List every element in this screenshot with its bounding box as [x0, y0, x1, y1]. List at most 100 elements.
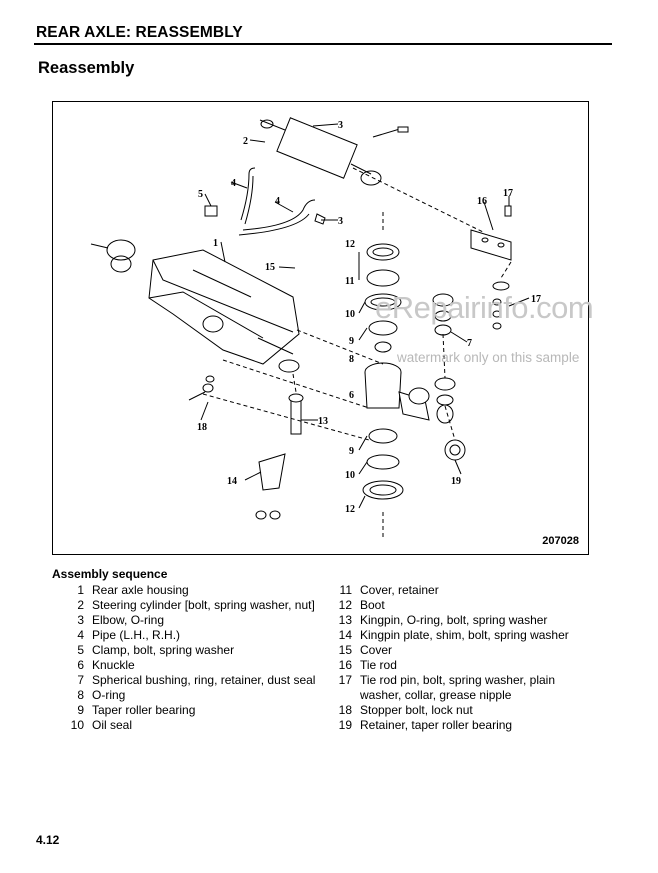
- assembly-item-number: 16: [338, 658, 352, 672]
- assembly-item-text: Pipe (L.H., R.H.): [92, 628, 181, 642]
- assembly-lines: [202, 167, 512, 537]
- assembly-item: 8 O-ring: [50, 688, 320, 703]
- callout-3-mid: 3: [338, 216, 343, 227]
- callout-7: 7: [467, 338, 472, 349]
- assembly-item: 19 Retainer, taper roller bearing: [318, 718, 578, 733]
- assembly-item-text: Taper roller bearing: [92, 703, 196, 717]
- callout-5: 5: [198, 189, 203, 200]
- callout-10-top: 10: [345, 309, 355, 320]
- exploded-view-figure: 2 3 3 4 4 5 1 15 11 10 9 8 6 9 10 12 12 …: [52, 101, 589, 555]
- rear-axle-exploded-diagram: 2 3 3 4 4 5 1 15 11 10 9 8 6 9 10 12 12 …: [90, 117, 541, 537]
- assembly-item: 7 Spherical bushing, ring, retainer, dust…: [50, 673, 320, 688]
- assembly-item: 11 Cover, retainer: [318, 583, 578, 598]
- assembly-item-number: 2: [77, 598, 84, 612]
- watermark-note: watermark only on this sample: [397, 350, 580, 365]
- assembly-item: 9 Taper roller bearing: [50, 703, 320, 718]
- assembly-item: 15 Cover: [318, 643, 578, 658]
- assembly-item-text: Elbow, O-ring: [92, 613, 165, 627]
- assembly-item-text: Cover, retainer: [360, 583, 439, 597]
- assembly-item-text: Stopper bolt, lock nut: [360, 703, 473, 717]
- assembly-item-text: Clamp, bolt, spring washer: [92, 643, 235, 657]
- assembly-item-number: 5: [77, 643, 84, 657]
- assembly-item-number: 13: [338, 613, 352, 627]
- assembly-item-text: Steering cylinder [bolt, spring washer, …: [92, 598, 315, 612]
- stopper-bolt: [188, 375, 215, 401]
- assembly-item-number: 9: [77, 703, 84, 717]
- assembly-sequence-title: Assembly sequence: [52, 567, 168, 581]
- assembly-item-number: 6: [77, 658, 84, 672]
- assembly-item-number: 14: [338, 628, 352, 642]
- assembly-item: 14 Kingpin plate, shim, bolt, spring wash…: [318, 628, 578, 643]
- callout-17-top: 17: [503, 188, 513, 199]
- assembly-item: 13 Kingpin, O-ring, bolt, spring washer: [318, 613, 578, 628]
- assembly-item-text: Retainer, taper roller bearing: [360, 718, 513, 732]
- callout-1: 1: [213, 238, 218, 249]
- callout-9-top: 9: [349, 336, 354, 347]
- assembly-item-number: 8: [77, 688, 84, 702]
- knuckle: [364, 362, 454, 424]
- callout-13: 13: [318, 416, 328, 427]
- assembly-item-text: Oil seal: [92, 718, 133, 732]
- assembly-item: 4 Pipe (L.H., R.H.): [50, 628, 320, 643]
- page-number: 4.12: [36, 833, 60, 847]
- watermark-brand: eRepairinfo.com: [375, 290, 594, 325]
- callout-12-top: 12: [345, 239, 355, 250]
- assembly-item-text: Knuckle: [92, 658, 135, 672]
- callout-18: 18: [197, 422, 207, 433]
- callout-19: 19: [451, 476, 461, 487]
- callout-2: 2: [243, 136, 248, 147]
- assembly-item: 17 Tie rod pin, bolt, spring washer, plai…: [318, 673, 578, 703]
- assembly-item-text: Boot: [360, 598, 385, 612]
- assembly-item-text: Tie rod pin, bolt, spring washer, plain …: [360, 673, 555, 702]
- assembly-item-text: O-ring: [92, 688, 126, 702]
- assembly-item-number: 7: [77, 673, 84, 687]
- assembly-item-text: Spherical bushing, ring, retainer, dust …: [92, 673, 316, 687]
- callout-12-bottom: 12: [345, 504, 355, 515]
- assembly-item: 6 Knuckle: [50, 658, 320, 673]
- steering-cylinder: [259, 117, 409, 186]
- assembly-item-number: 18: [338, 703, 352, 717]
- assembly-item-number: 4: [77, 628, 84, 642]
- assembly-item: 5 Clamp, bolt, spring washer: [50, 643, 320, 658]
- callout-14: 14: [227, 476, 237, 487]
- callout-17-right: 17: [531, 294, 541, 305]
- callout-leaders: [200, 123, 530, 481]
- section-title: Reassembly: [38, 59, 135, 77]
- callout-8: 8: [349, 354, 354, 365]
- assembly-item-text: Cover: [360, 643, 393, 657]
- retainer-bearing: [444, 439, 466, 461]
- assembly-item-number: 11: [339, 583, 352, 597]
- callout-15: 15: [265, 262, 275, 273]
- bearing-seal-stack: [362, 243, 404, 500]
- assembly-item-text: Kingpin, O-ring, bolt, spring washer: [360, 613, 548, 627]
- assembly-item-number: 19: [338, 718, 352, 732]
- assembly-item-text: Kingpin plate, shim, bolt, spring washer: [360, 628, 569, 642]
- assembly-item-number: 17: [338, 673, 352, 687]
- assembly-item-number: 15: [338, 643, 352, 657]
- axle-housing: [148, 249, 300, 373]
- left-hub-part: [90, 239, 136, 273]
- assembly-item: 2 Steering cylinder [bolt, spring washer,…: [50, 598, 320, 613]
- callout-10-bottom: 10: [345, 470, 355, 481]
- callout-9-bottom: 9: [349, 446, 354, 457]
- callout-6: 6: [349, 390, 354, 401]
- callout-11-top: 11: [345, 276, 354, 287]
- callout-4-right: 4: [275, 196, 280, 207]
- bracket-lines: [358, 252, 368, 509]
- kingpin-assembly: [255, 393, 304, 520]
- assembly-item-text: Tie rod: [360, 658, 397, 672]
- assembly-item: 16 Tie rod: [318, 658, 578, 673]
- pipes: [204, 167, 326, 236]
- callout-16: 16: [477, 196, 487, 207]
- tie-rod: [470, 205, 512, 330]
- callout-3-top: 3: [338, 120, 343, 131]
- page-header-title: REAR AXLE: REASSEMBLY: [36, 24, 243, 41]
- header-rule: [34, 43, 612, 45]
- assembly-item: 18 Stopper bolt, lock nut: [318, 703, 578, 718]
- assembly-item-number: 1: [77, 583, 84, 597]
